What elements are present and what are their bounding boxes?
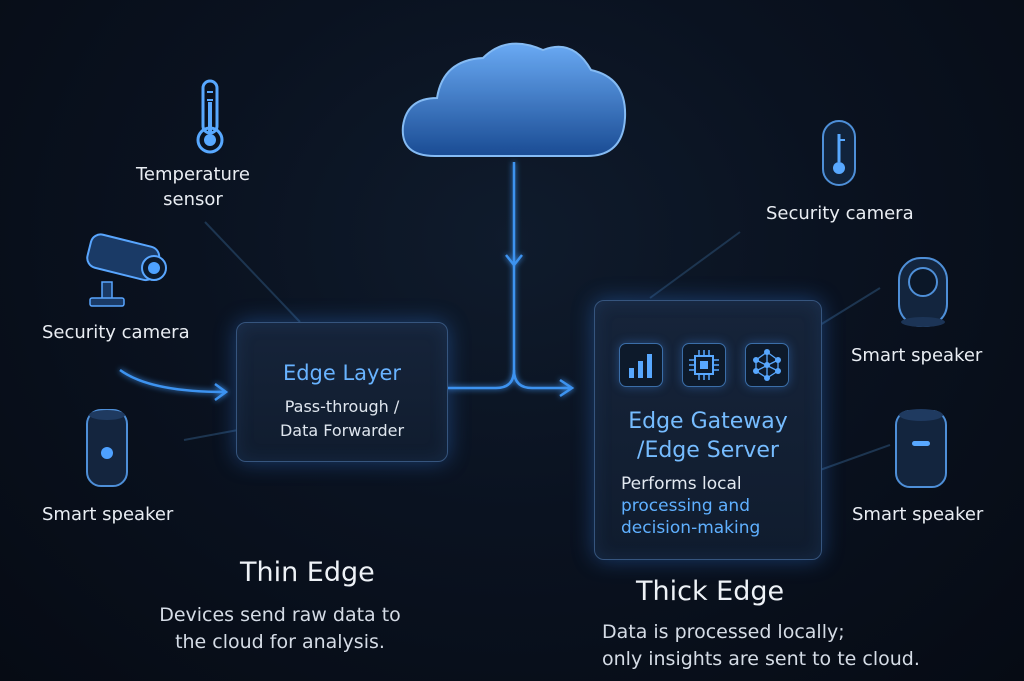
- gateway-desc-line1: Performs local: [621, 474, 742, 494]
- right-smart-speaker-icon: [898, 257, 948, 327]
- thick-edge-title: Thick Edge: [636, 576, 785, 607]
- thin-edge-title: Thin Edge: [240, 557, 375, 588]
- thick-edge-description: Data is processed locally; only insights…: [602, 621, 920, 670]
- right-smart-speaker-bottom-label: Smart speaker: [852, 504, 984, 525]
- right-smart-speaker-bottom-icon: [895, 409, 947, 488]
- edge-gateway-card: Edge Gateway /Edge Server Performs local…: [594, 300, 822, 560]
- right-smart-speaker-top-label: Smart speaker: [851, 345, 983, 366]
- security-camera-icon: [86, 233, 167, 307]
- gateway-desc-line2: processing and decision-making: [621, 496, 761, 538]
- bar-chart-icon: [619, 343, 663, 387]
- neural-network-icon: [745, 343, 789, 387]
- smart-speaker-icon: [86, 409, 128, 487]
- right-security-camera-icon: [822, 120, 856, 186]
- device-links: [183, 221, 891, 471]
- right-security-camera-label: Security camera: [766, 203, 914, 224]
- data-flow-lines: [119, 162, 575, 402]
- temperature-sensor-label: Temperature sensor: [135, 164, 251, 210]
- edge-layer-title: Edge Layer: [282, 361, 402, 385]
- thermometer-icon: [196, 79, 224, 154]
- cloud-icon: [401, 42, 627, 157]
- edge-gateway-description: Performs local processing and decision-m…: [621, 473, 817, 539]
- thin-edge-description: Devices send raw data to the cloud for a…: [159, 604, 401, 653]
- edge-layer-card: Edge Layer Pass-through / Data Forwarder: [236, 322, 448, 462]
- cpu-chip-icon: [682, 343, 726, 387]
- left-security-camera-label: Security camera: [42, 322, 190, 343]
- edge-layer-subtitle: Pass-through / Data Forwarder: [279, 397, 405, 440]
- edge-gateway-title: Edge Gateway /Edge Server: [628, 409, 788, 463]
- left-smart-speaker-label: Smart speaker: [42, 504, 174, 525]
